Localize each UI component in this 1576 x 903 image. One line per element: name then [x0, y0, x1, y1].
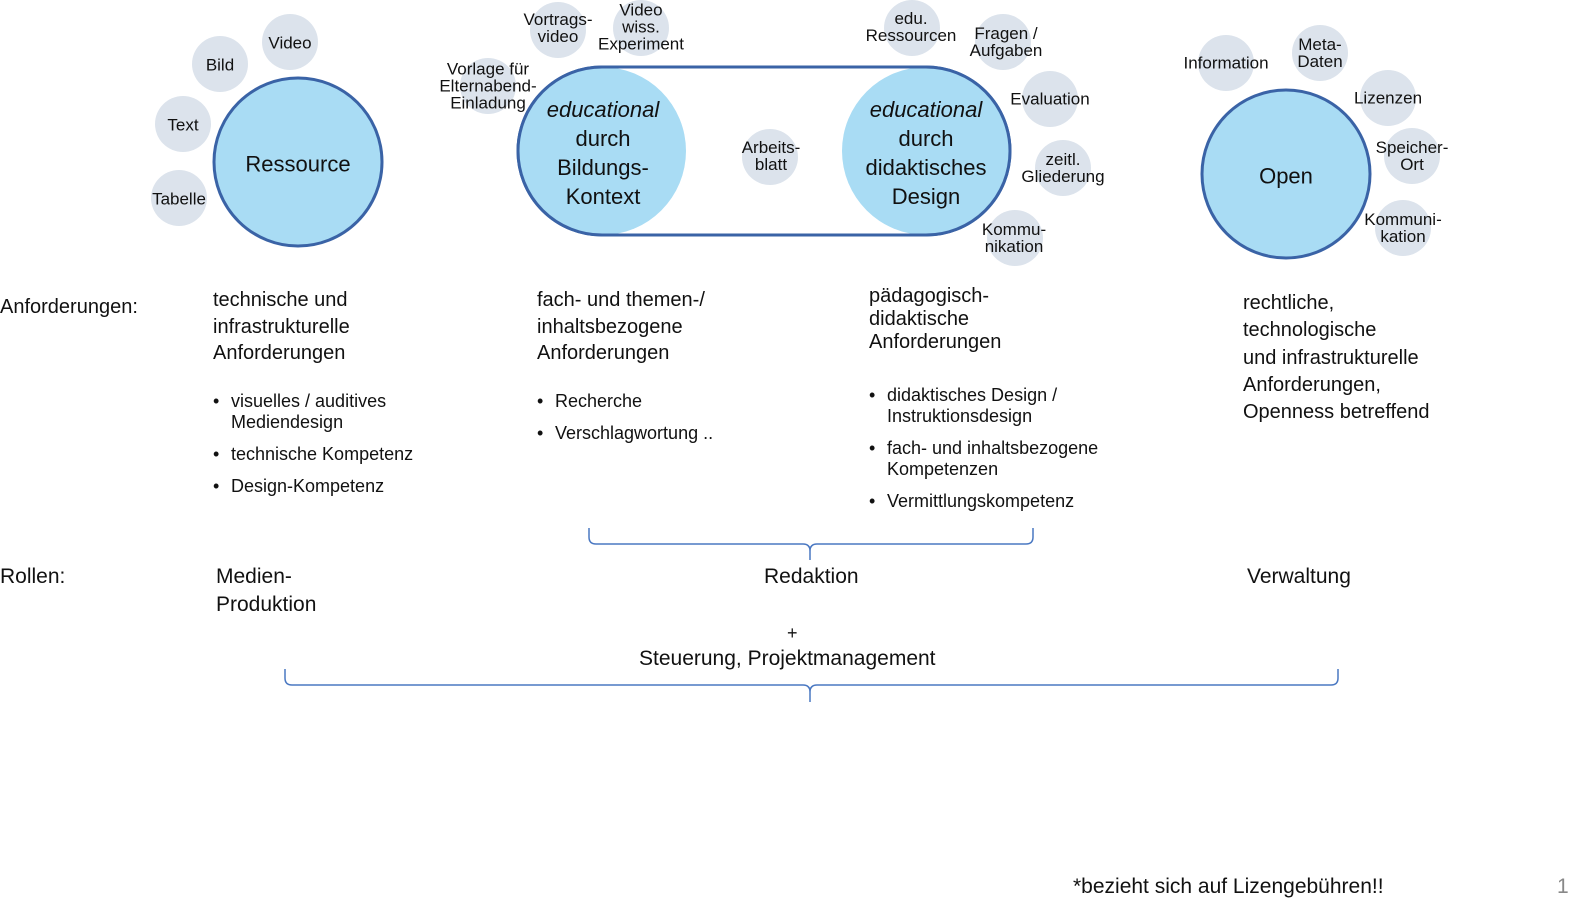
- satellite-label-bild: Bild: [205, 55, 235, 75]
- satellite-bubble-text: [155, 96, 211, 152]
- satellite-label-text: Text: [167, 115, 199, 135]
- satellite-bubble-arbeitsblatt: [742, 129, 798, 185]
- satellite-bubble-bild: [192, 36, 248, 92]
- list-item: Design-Kompetenz: [213, 476, 413, 497]
- educational-design-bubble: [842, 67, 1010, 235]
- satellite-label-information: Information: [1183, 53, 1269, 73]
- satellite-label-arbeitsblatt: Arbeits-blatt: [741, 138, 801, 174]
- role-verwaltung: Verwaltung: [1247, 565, 1351, 588]
- satellite-label-video: Video: [268, 33, 312, 53]
- page-number: 1: [1557, 875, 1569, 898]
- educational-context-label: educational durch Bildungs- Kontext: [546, 97, 660, 209]
- rollen-label: Rollen:: [0, 565, 66, 588]
- role-medienproduktion: Medien-Produktion: [216, 565, 317, 616]
- satellite-label-kommunikation-open: Kommuni-kation: [1364, 210, 1442, 246]
- redaktion-bracket: [588, 528, 1034, 560]
- satellite-bubble-video-experiment: [613, 0, 669, 56]
- list-item: didaktisches Design /Instruktionsdesign: [869, 385, 1098, 427]
- satellite-bubble-metadaten: [1292, 25, 1348, 81]
- plus-sign: +: [787, 623, 798, 643]
- satellite-label-gliederung: zeitl.Gliederung: [1021, 150, 1105, 186]
- satellite-bubble-edu-ressourcen: [884, 0, 940, 56]
- open-bubble: [1200, 88, 1372, 260]
- open-title: Open: [1259, 163, 1313, 189]
- satellite-bubble-vortragsvideo: [530, 2, 586, 58]
- satellite-bubble-evaluation: [1022, 71, 1078, 127]
- requirements-col2-list: Recherche Verschlagwortung ..: [537, 391, 713, 455]
- ressource-bubble: [212, 76, 384, 248]
- list-item: technische Kompetenz: [213, 444, 413, 465]
- satellite-bubble-kommunikation: [987, 210, 1043, 266]
- satellite-label-metadaten: Meta-Daten: [1297, 35, 1343, 71]
- satellite-bubble-video: [262, 14, 318, 70]
- satellite-label-speicherort: Speicher-Ort: [1375, 138, 1449, 174]
- satellite-bubble-gliederung: [1035, 140, 1091, 196]
- satellite-bubble-kommunikation-open: [1375, 200, 1431, 256]
- satellite-label-tabelle: Tabelle: [152, 189, 206, 209]
- anforderungen-label: Anforderungen:: [0, 296, 138, 318]
- satellite-bubble-speicherort: [1384, 128, 1440, 184]
- educational-context-bubble: [518, 67, 686, 235]
- steuerung-bracket: [284, 669, 1339, 702]
- satellite-label-evaluation: Evaluation: [1010, 89, 1090, 109]
- requirements-col3-list: didaktisches Design /Instruktionsdesign …: [869, 385, 1098, 523]
- educational-design-label: educational durch didaktisches Design: [865, 97, 987, 209]
- satellite-label-kommunikation: Kommu-nikation: [981, 220, 1047, 256]
- role-steuerung: Steuerung, Projektmanagement: [639, 647, 936, 670]
- list-item: Verschlagwortung ..: [537, 423, 713, 444]
- footnote: *bezieht sich auf Lizengebühren!!: [1073, 875, 1384, 898]
- satellite-label-lizenzen: Lizenzen: [1353, 88, 1423, 108]
- satellite-label-vortragsvideo: Vortrags-video: [523, 10, 593, 46]
- satellite-label-edu-ressourcen: edu.Ressourcen: [865, 9, 957, 45]
- satellite-bubble-vorlage: [460, 58, 516, 114]
- satellite-bubble-tabelle: [151, 170, 207, 226]
- list-item: Recherche: [537, 391, 713, 412]
- satellite-bubble-fragen: [975, 14, 1031, 70]
- list-item: Vermittlungskompetenz: [869, 491, 1098, 512]
- satellite-bubble-lizenzen: [1360, 70, 1416, 126]
- satellite-bubble-information: [1198, 35, 1254, 91]
- ressource-title: Ressource: [245, 151, 351, 177]
- role-redaktion: Redaktion: [764, 565, 859, 588]
- satellite-label-fragen: Fragen /Aufgaben: [969, 24, 1043, 60]
